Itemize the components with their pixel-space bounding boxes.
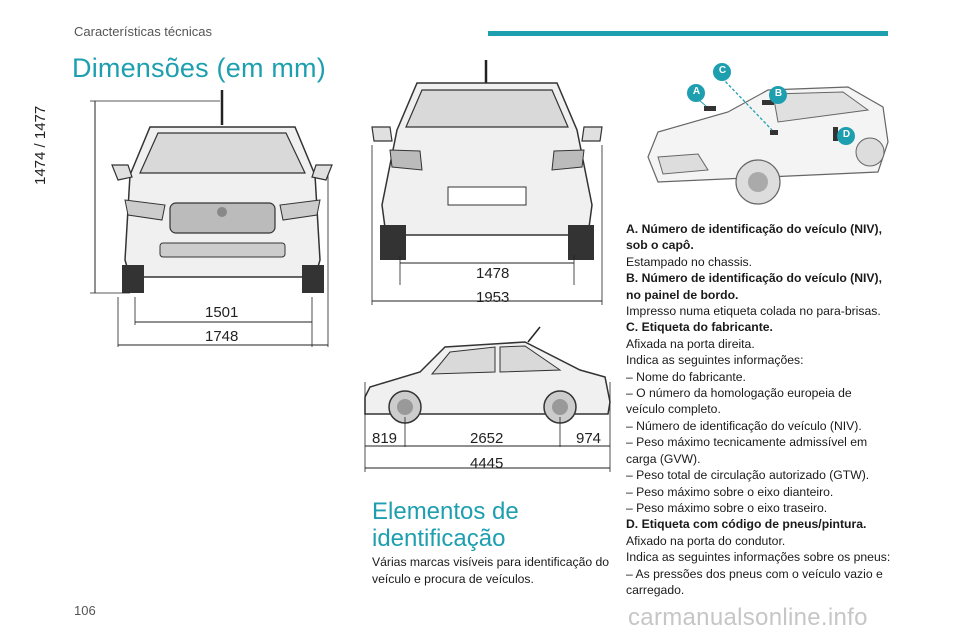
identification-line: Indica as seguintes informações: <box>626 353 804 368</box>
identification-line: – Peso máximo sobre o eixo dianteiro. <box>626 484 834 499</box>
section-title: Características técnicas <box>74 24 212 39</box>
identification-line: – Nome do fabricante. <box>626 369 746 384</box>
dimension-width-mirrors: 1953 <box>476 289 510 306</box>
identification-line: D. Etiqueta com código de pneus/pintura. <box>626 517 867 532</box>
identification-line: sob o capô. <box>626 238 694 253</box>
identification-car-illustration <box>647 63 889 205</box>
identification-intro: Várias marcas visíveis para identificaçã… <box>372 555 610 586</box>
badge-b: B <box>774 88 783 99</box>
side-view-illustration <box>364 326 611 472</box>
identification-line: – Peso máximo tecnicamente admissível em <box>626 435 868 450</box>
front-view-illustration <box>90 90 333 347</box>
identification-line: B. Número de identificação do veículo (N… <box>626 271 882 286</box>
header-accent-bar <box>488 31 888 36</box>
identification-line: no painel de bordo. <box>626 287 739 302</box>
identification-line: Afixada na porta direita. <box>626 336 755 351</box>
dimension-height: 1474 / 1477 <box>32 105 49 185</box>
dimension-front-track: 1501 <box>205 304 239 321</box>
page-title: Dimensões (em mm) <box>72 53 326 83</box>
badge-a: A <box>692 86 701 97</box>
identification-line: – O número da homologação europeia de <box>626 386 852 401</box>
identification-line: – Peso total de circulação autorizado (G… <box>626 468 870 483</box>
dimension-front-overhang: 819 <box>372 430 398 447</box>
identification-line: – As pressões dos pneus com o veículo va… <box>626 566 883 581</box>
page-number: 106 <box>74 603 96 618</box>
identification-line: carregado. <box>626 582 685 597</box>
identification-heading-line2: identificação <box>372 525 506 552</box>
watermark: carmanualsonline.info <box>628 604 868 631</box>
identification-line: Indica as seguintes informações sobre os… <box>626 550 891 565</box>
identification-items-list: A. Número de identificação do veículo (N… <box>626 221 901 598</box>
identification-heading: Elementos de identificação <box>372 498 519 552</box>
identification-line: Afixado na porta do condutor. <box>626 533 786 548</box>
identification-line: C. Etiqueta do fabricante. <box>626 320 773 335</box>
badge-d: D <box>842 129 851 140</box>
badge-c: C <box>718 65 727 76</box>
rear-view-illustration <box>371 60 603 305</box>
dimension-rear-overhang: 974 <box>576 430 602 447</box>
identification-heading-line1: Elementos de <box>372 498 519 525</box>
dimension-length: 4445 <box>470 455 504 472</box>
identification-line: Estampado no chassis. <box>626 254 753 269</box>
dimension-wheelbase: 2652 <box>470 430 504 447</box>
identification-line: veículo completo. <box>626 402 721 417</box>
identification-line: carga (GVW). <box>626 451 701 466</box>
identification-line: A. Número de identificação do veículo (N… <box>626 222 882 236</box>
dimension-rear-track: 1478 <box>476 265 510 282</box>
identification-line: Impresso numa etiqueta colada no para-br… <box>626 304 881 319</box>
identification-line: – Peso máximo sobre o eixo traseiro. <box>626 500 828 515</box>
dimension-width: 1748 <box>205 328 239 345</box>
identification-line: – Número de identificação do veículo (NI… <box>626 418 862 433</box>
